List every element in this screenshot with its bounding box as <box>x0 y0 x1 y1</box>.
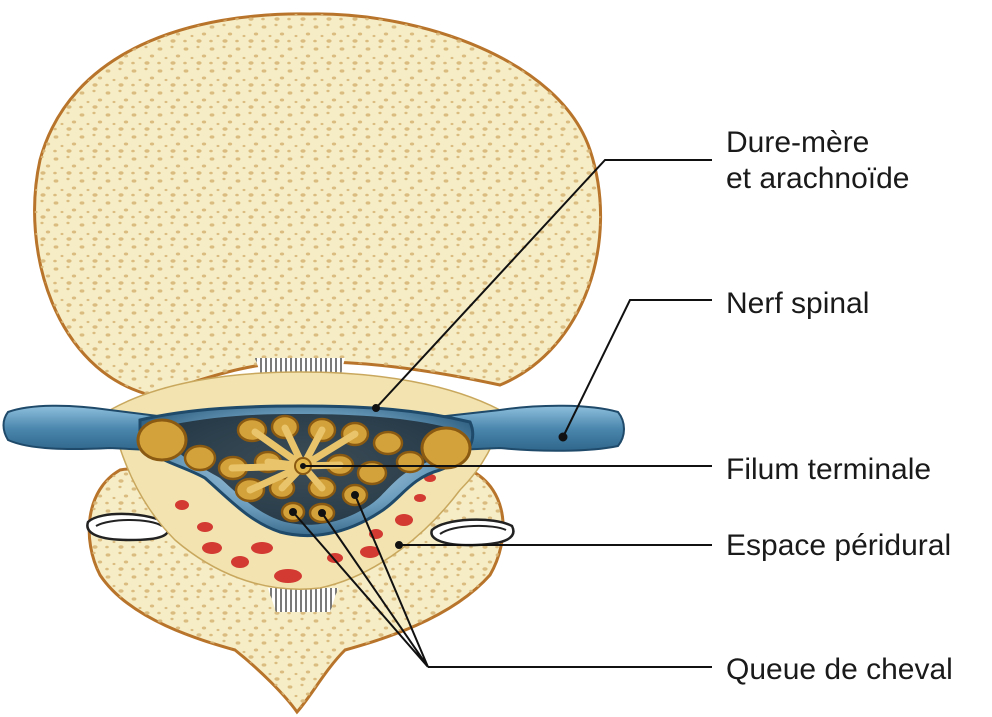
leader-lines <box>289 159 712 668</box>
label-dura-arachnoid: Dure-mère et arachnoïde <box>726 125 909 197</box>
leader-dot-nerve <box>558 432 568 442</box>
leader-dot-cauda-3 <box>351 491 359 499</box>
label-dura-line2: et arachnoïde <box>726 162 910 195</box>
leader-dot-cauda-2 <box>318 509 326 517</box>
leader-line-dura <box>375 159 712 409</box>
label-cauda-equina: Queue de cheval <box>726 653 953 686</box>
label-epidural-space: Espace péridural <box>726 529 952 562</box>
leader-line-nerve <box>562 299 712 438</box>
leader-dot-dura <box>372 404 380 412</box>
ligament-lower <box>268 588 338 612</box>
label-spinal-nerve: Nerf spinal <box>726 287 870 320</box>
vertebral-body <box>33 12 603 397</box>
facet-joint-left <box>86 512 170 542</box>
leader-line-cauda <box>292 494 712 668</box>
label-filum-terminale: Filum terminale <box>726 453 932 486</box>
facet-joint-right <box>430 518 515 547</box>
leader-dot-cauda-1 <box>289 508 297 516</box>
leader-dot-epidural <box>395 541 403 549</box>
epidural-vessels <box>175 474 436 583</box>
label-dura-line1: Dure-mère <box>726 126 870 159</box>
